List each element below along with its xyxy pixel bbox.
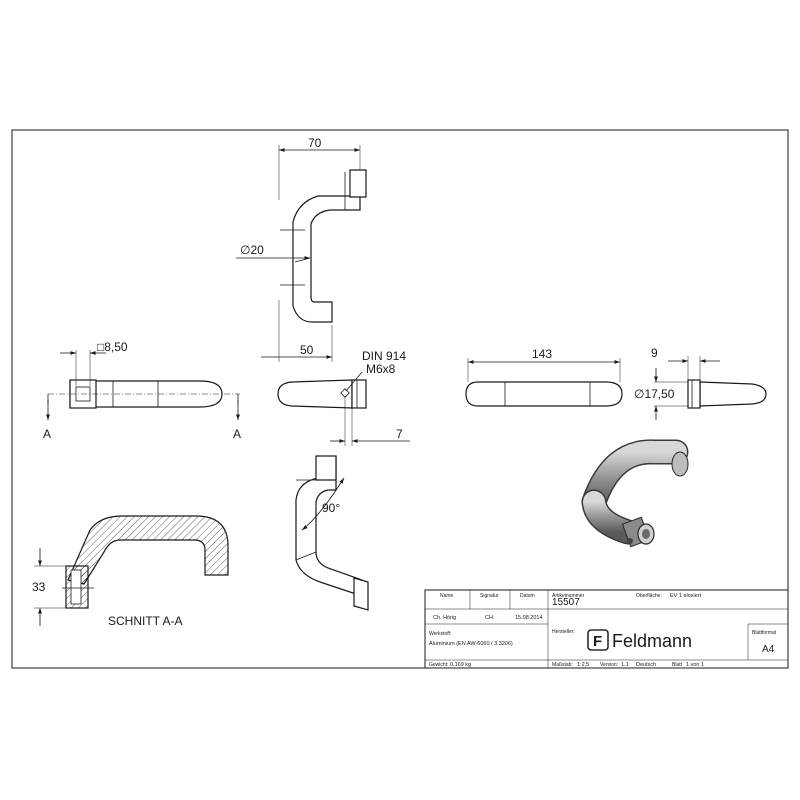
dim-height-33: 33 xyxy=(32,580,46,594)
header-version: Version: xyxy=(600,662,618,668)
section-label: SCHNITT A-A xyxy=(108,614,182,628)
end-view-right: 9 ∅17,50 xyxy=(634,346,767,420)
value-oberflaeche: EV 1 eloxiert xyxy=(670,593,702,599)
dim-square-8-50: □8,50 xyxy=(97,340,128,354)
value-version: 1.1 xyxy=(621,662,629,668)
value-signatur: CH xyxy=(485,615,493,621)
dim-length-7: 7 xyxy=(396,427,403,441)
header-gewicht: Gewicht: xyxy=(429,662,448,668)
header-datum: Datum xyxy=(520,593,535,599)
top-view: 143 xyxy=(465,347,623,407)
value-datum: 15.08.2014 xyxy=(515,615,543,621)
drawing-frame xyxy=(11,129,789,669)
header-hersteller: Hersteller: xyxy=(552,629,575,635)
end-view-left: □8,50 A A xyxy=(43,340,241,441)
value-blattformat: A4 xyxy=(762,644,775,655)
label-thread-m6x8: M6x8 xyxy=(366,362,396,376)
angle-view: 90° xyxy=(295,455,369,611)
dim-diameter-17-50: ∅17,50 xyxy=(634,387,675,401)
dim-width-70: 70 xyxy=(308,136,322,150)
section-a-a: 33 SCHNITT A-A xyxy=(32,515,229,628)
dim-angle-90: 90° xyxy=(322,501,340,515)
feldmann-logo: F Feldmann xyxy=(587,629,692,651)
end-view-center: DIN 914 M6x8 7 xyxy=(277,349,410,446)
dim-length-143: 143 xyxy=(532,347,552,361)
section-marker-right: A xyxy=(233,427,241,441)
value-artikelnummer: 15507 xyxy=(552,597,580,608)
side-view: 70 ∅20 50 xyxy=(236,136,367,362)
value-name: Ch. Hörig xyxy=(433,615,456,621)
product-3d-render xyxy=(581,439,689,548)
dim-depth-50: 50 xyxy=(300,343,314,357)
header-werkstoff: Werkstoff: xyxy=(429,631,451,637)
dim-9: 9 xyxy=(651,346,658,360)
value-massstab: 1:2,5 xyxy=(577,662,589,668)
logo-name: Feldmann xyxy=(612,631,692,651)
header-name: Name xyxy=(440,593,454,599)
label-din-914: DIN 914 xyxy=(362,349,406,363)
section-marker-left: A xyxy=(43,427,51,441)
header-massstab: Maßstab: xyxy=(552,662,573,668)
header-oberflaeche: Oberfläche: xyxy=(636,593,662,599)
dim-diameter-20: ∅20 xyxy=(240,243,264,257)
logo-letter: F xyxy=(593,633,602,650)
value-werkstoff: Aluminium (EN AW-6060 / 3.3206) xyxy=(429,641,513,647)
header-blattformat: Blattformat xyxy=(752,630,777,636)
header-artikelnummer: Artikelnummer xyxy=(552,593,585,599)
title-block: Name Signatur Datum Artikelnummer Oberfl… xyxy=(424,589,789,669)
value-gewicht: 0.169 kg xyxy=(450,662,471,668)
header-blatt: Blatt xyxy=(672,662,683,668)
value-blatt: 1 von 1 xyxy=(686,662,704,668)
value-sprache: Deutsch xyxy=(636,662,656,668)
header-signatur: Signatur xyxy=(480,593,499,599)
